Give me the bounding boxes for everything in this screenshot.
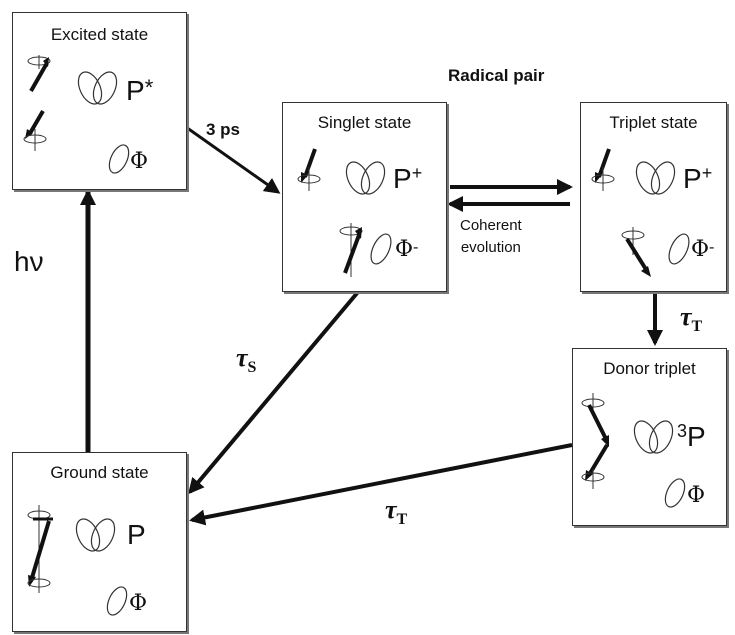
excited-partner: Φ [130,149,149,174]
arrow-donor-to-ground [189,443,573,526]
spin-icon [621,227,651,277]
singlet-molecule: P+ [393,163,423,194]
p-orbital-icon [345,161,386,195]
excited-molecule: P* [126,75,154,106]
excited-state-title: Excited state [50,25,149,44]
tau-t-label-triplet: τT [680,302,703,336]
phi-orbital-icon [668,233,690,265]
donor-partner: Φ [687,483,706,508]
p-orbital-icon [75,518,116,552]
phi-orbital-icon [106,586,128,616]
ground-partner: Φ [129,591,148,616]
h-nu-label: hν [14,246,44,277]
tau-s-label: τS [236,343,257,377]
phi-orbital-icon [370,233,392,265]
spin-pair-icon [581,393,609,489]
p-orbital-icon [77,71,118,105]
p-orbital-icon [633,420,674,454]
ground-state-title: Ground state [50,463,149,482]
arrow-singlet-to-ground [188,290,360,495]
donor-molecule: 3P [677,421,706,452]
triplet-molecule: P+ [683,163,713,194]
ground-molecule: P [127,519,146,550]
ground-state-box: Ground state P Φ [12,452,187,632]
excited-state-box: Excited state P* Φ [12,12,187,190]
phi-orbital-icon [108,144,130,174]
donor-triplet-title: Donor triplet [603,359,696,378]
spin-pair-icon [23,55,51,151]
triplet-state-box: Triplet state P+ Φ- [580,102,727,292]
radical-pair-label: Radical pair [448,66,545,85]
phi-orbital-icon [664,478,686,508]
singlet-state-box: Singlet state P+ Φ- [282,102,447,292]
triplet-partner: Φ- [691,237,715,262]
singlet-partner: Φ- [395,237,419,262]
coherent-evolution-label: Coherent evolution [460,217,522,256]
three-ps-label: 3 ps [206,120,241,139]
p-orbital-icon [635,161,676,195]
spin-icon [297,148,321,191]
tau-t-label-donor: τT [385,495,408,529]
spin-icon [339,223,363,277]
donor-triplet-box: Donor triplet 3P Φ [572,348,727,526]
singlet-state-title: Singlet state [317,113,412,132]
arrow-excited-to-singlet [182,123,281,194]
spin-icon [591,148,615,191]
spin-pair-icon [27,505,53,593]
triplet-state-title: Triplet state [609,113,698,132]
